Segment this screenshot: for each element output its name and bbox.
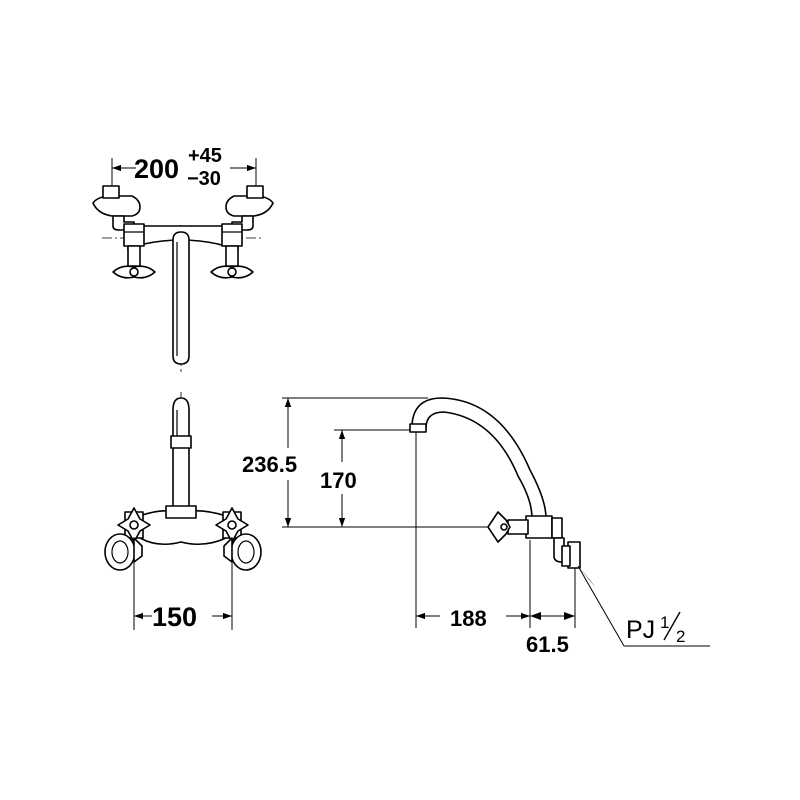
side-view [282, 397, 710, 647]
dim-front-width: 150 [134, 602, 232, 632]
dim-top-lower-tol: −30 [187, 168, 221, 190]
pipe-label-denominator: 2 [676, 627, 685, 646]
dim-heights: 236.5 170 [242, 398, 357, 527]
dim-horizontal: 188 61.5 [416, 606, 575, 657]
top-view [92, 158, 274, 372]
pipe-label-main: PJ [626, 616, 655, 644]
front-view [104, 392, 262, 630]
dim-front-width-label: 150 [152, 602, 197, 632]
dim-top-upper-tol: +45 [188, 145, 222, 167]
dim-height-spout: 170 [320, 468, 357, 493]
dim-height-total: 236.5 [242, 452, 297, 477]
dim-top-width: 200 +45 −30 [112, 145, 256, 190]
pipe-thread-label: PJ 1 2 [626, 611, 685, 646]
dim-top-base: 200 [134, 154, 179, 184]
dim-offset: 61.5 [526, 632, 569, 657]
dim-reach: 188 [450, 606, 487, 631]
pipe-label-numerator: 1 [660, 613, 669, 632]
